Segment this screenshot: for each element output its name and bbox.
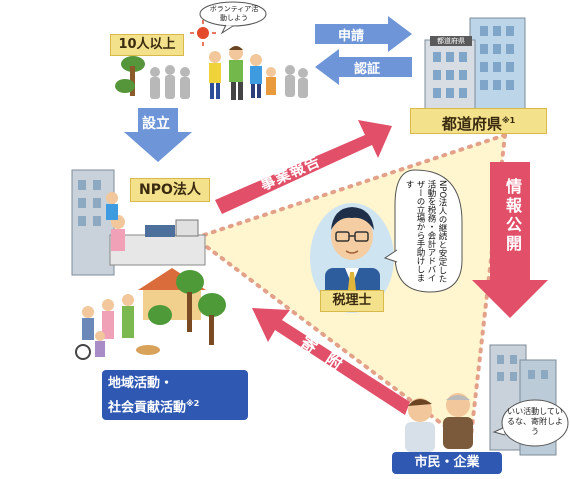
group-size-label: 10人以上 [110, 34, 184, 56]
establish-label: 設立 [142, 116, 170, 132]
prefecture-note-mark: ※1 [501, 116, 516, 125]
info-disclosure-arrow [472, 162, 548, 318]
prefecture-label: 都道府県※1 [410, 108, 547, 134]
npo-office-illustration [71, 169, 206, 276]
tax-accountant-illustration [310, 203, 394, 313]
community-line1: 地域活動・ [108, 376, 174, 391]
npo-label: NPO法人 [130, 178, 210, 202]
citizens-speech: いい活動しているな、寄附しよう [507, 407, 563, 436]
tax-accountant-speech: NPO法人の継続と安定した活動を税務・会計アドバイザーの立場から手助けします [404, 180, 447, 284]
donation-arrow [252, 308, 410, 415]
prefecture-building-illustration [424, 17, 526, 116]
tax-accountant-label: 税理士 [320, 290, 384, 312]
apply-label: 申請 [338, 29, 365, 44]
prefecture-label-text: 都道府県 [441, 115, 502, 133]
establish-arrow [124, 108, 192, 162]
volunteer-speech: ボランティア活動しよう [209, 5, 259, 22]
info-disclosure-label: 情報公開 [503, 178, 522, 254]
community-note-mark: ※2 [186, 399, 200, 408]
report-arrow [215, 120, 392, 214]
approve-arrow [315, 49, 412, 85]
community-illustration [75, 268, 226, 360]
community-line2: 社会貢献活動 [108, 400, 187, 416]
citizens-label: 市民・企業 [392, 452, 502, 474]
community-activity-label: 地域活動・ 社会貢献活動※2 [102, 370, 248, 420]
approve-label: 認証 [354, 62, 381, 77]
volunteers-illustration [115, 20, 308, 100]
apply-arrow [315, 16, 412, 52]
prefecture-building-sign: 都道府県 [437, 37, 465, 45]
